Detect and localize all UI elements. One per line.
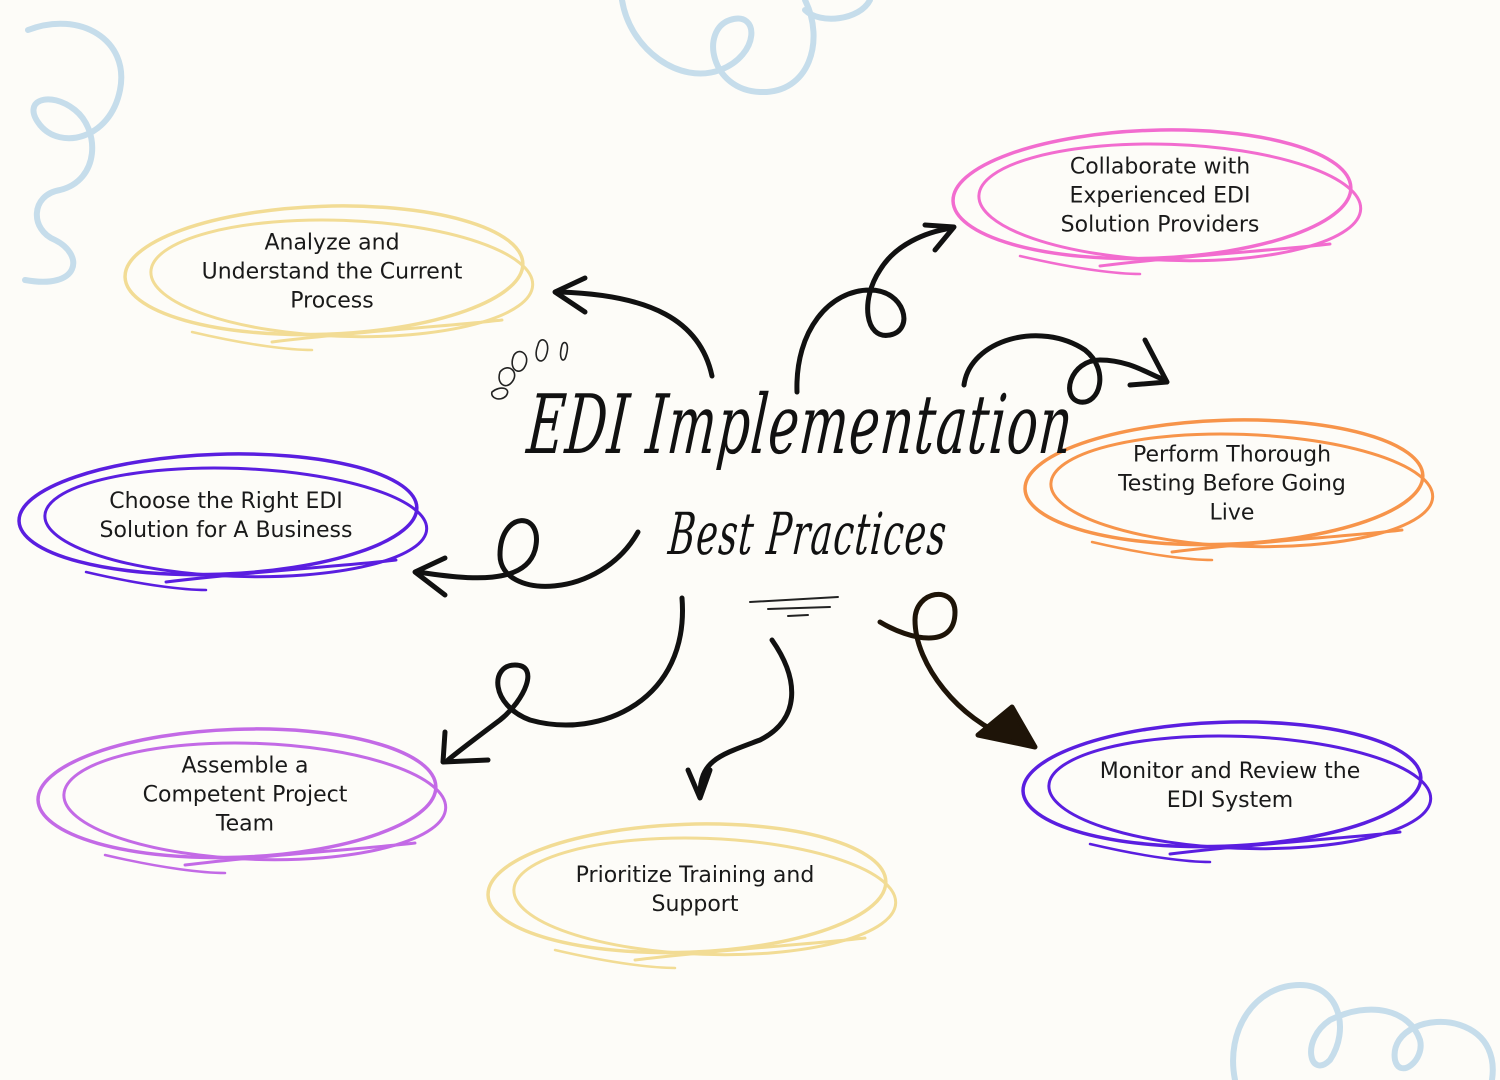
ring-monitor [1021,720,1433,864]
node-label-line: Process [290,288,374,314]
node-label-line: Perform Thorough [1132,442,1332,468]
ring-tail [183,841,417,867]
diagram-subtitle: Best Practices [666,500,951,568]
arrow-to-collaborate [794,222,957,395]
arrow-to-testing [961,333,1170,405]
node-label-line: Understand the Current [201,259,463,285]
node-label-line: Choose the Right EDI [109,489,343,514]
swirl-decoration-bottom-right [1230,981,1496,1080]
ring-stroke [1047,734,1433,851]
ring-stroke [512,836,898,957]
swirl-decoration-left [22,20,125,285]
arrow-to-training [685,637,795,801]
arrow-to-monitor [877,592,1038,750]
node-label-line: Team [215,811,275,837]
arrow-to-analyze [552,275,715,379]
ring-training [486,822,898,970]
node-label-line: Live [1209,500,1255,526]
ring-stroke [149,218,535,339]
node-label-line: Support [651,892,739,917]
sparkle-icon [490,339,569,400]
node-choose: Choose the Right EDI Solution for A Busin… [100,487,353,545]
node-label-line: Collaborate with [1069,154,1251,180]
swirl-decoration-top [619,0,873,96]
node-label-line: Solution for A Business [99,518,353,543]
node-label-line: Experienced EDI [1069,183,1251,209]
title-underline [749,596,839,617]
node-label-line: Competent Project [142,782,348,808]
ring-collaborate [951,128,1363,276]
node-label-line: Analyze and [264,230,400,256]
node-label-line: Monitor and Review the [1099,759,1361,784]
arrow-to-choose [412,518,641,598]
ring-tail [1170,528,1404,554]
ring-analyze [123,204,535,352]
node-label-line: EDI System [1166,788,1294,813]
node-label-line: Solution Providers [1060,212,1260,238]
ring-tail [1018,254,1142,276]
ring-tail [164,558,398,584]
ring-testing [1023,418,1435,562]
ring-tail [553,948,677,970]
ring-tail [1090,540,1214,562]
ring-tail [270,318,504,344]
ring-tail [1088,842,1212,864]
ring-assemble [36,727,448,875]
ring-tail [1168,830,1402,856]
ring-tail [633,936,867,962]
ring-stroke [1049,432,1435,549]
ring-tail [190,330,314,352]
ring-tail [103,853,227,875]
node-label-line: Assemble a [181,753,309,779]
ring-tail [1098,242,1332,268]
ring-stroke [977,142,1363,263]
node-label-line: Prioritize Training and [575,863,815,888]
ring-tail [84,570,208,592]
ring-choose [17,452,429,592]
arrow-to-assemble [440,595,685,765]
node-label-line: Testing Before Going [1118,471,1346,497]
ring-stroke [62,741,448,862]
label-rings [17,128,1435,970]
ring-stroke [43,466,429,579]
diagram-title: EDI Implementation [523,378,1078,473]
